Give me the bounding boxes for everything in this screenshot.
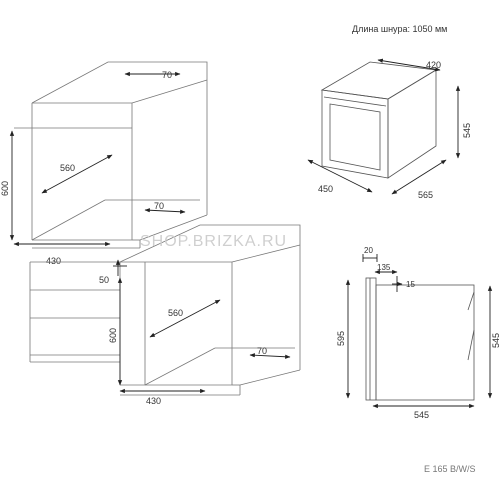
model-name: E 165 B/W/S: [424, 464, 476, 474]
label-bottom-depth-inner: 70: [257, 346, 267, 356]
bottom-cabinet: [29, 224, 301, 396]
cord-length-text: Длина шнура: 1050 мм: [352, 24, 447, 34]
label-top-width: 560: [60, 163, 75, 173]
label-top-depth: 70: [162, 70, 172, 80]
dim-oven-width-top: [377, 58, 441, 72]
label-side-15: 15: [406, 280, 415, 289]
label-top-mid-depth: 70: [154, 201, 164, 211]
label-bottom-height: 600: [108, 328, 118, 343]
label-oven-height: 545: [462, 123, 472, 138]
label-side-135: 135: [377, 263, 391, 272]
label-bottom-gap: 50: [99, 275, 109, 285]
dim-bottom-depth-inner: [249, 353, 291, 359]
label-oven-width: 450: [318, 184, 333, 194]
watermark-text: SHOP.BRIZKA.RU: [140, 233, 287, 250]
dim-bottom-width: [149, 299, 221, 338]
label-bottom-depth: 430: [146, 396, 161, 406]
label-side-depth: 545: [414, 410, 429, 420]
oven-isometric: [320, 61, 438, 179]
bottom-cabinet-dimensions: [113, 259, 291, 394]
dim-oven-width: [307, 159, 373, 193]
top-cabinet: [14, 61, 208, 249]
label-oven-depth: 565: [418, 190, 433, 200]
dim-oven-depth: [391, 159, 447, 195]
label-top-bottom-depth: 430: [46, 256, 61, 266]
label-side-20: 20: [364, 246, 373, 255]
dim-top-width: [41, 154, 113, 194]
label-top-height: 600: [0, 181, 10, 196]
dim-top-mid-depth: [144, 208, 186, 214]
top-cabinet-dimensions: [9, 71, 186, 247]
oven-isometric-dimensions: [307, 58, 461, 195]
label-side-height-front: 595: [336, 331, 346, 346]
label-bottom-width: 560: [168, 308, 183, 318]
oven-side-view: [365, 277, 475, 401]
oven-side-dimensions: [345, 254, 493, 409]
label-side-height-back: 545: [491, 333, 500, 348]
label-oven-width-top: 420: [426, 60, 441, 70]
